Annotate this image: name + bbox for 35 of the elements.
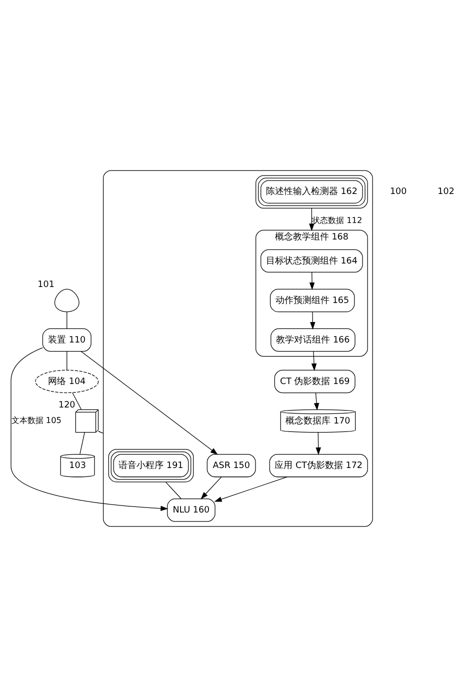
cluster xyxy=(102,170,373,527)
node-label: 120 xyxy=(58,400,76,410)
connector xyxy=(72,392,82,410)
arrow xyxy=(309,208,314,232)
arrow xyxy=(310,312,316,330)
node-box: 教学对话组件 166 xyxy=(270,328,356,352)
arrow xyxy=(214,476,288,502)
node-box: CT 伪影数据 169 xyxy=(274,370,356,394)
arrow xyxy=(309,272,315,290)
arrow xyxy=(200,476,222,500)
node-box: 目标状态预测组件 164 xyxy=(260,249,363,273)
arrow xyxy=(314,392,320,411)
label: 100 xyxy=(390,187,407,198)
connector xyxy=(80,432,85,454)
arrow xyxy=(311,351,317,371)
arrow xyxy=(10,347,168,512)
node-box: 应用 CT伪影数据 172 xyxy=(269,454,368,478)
node-box: ASR 150 xyxy=(206,454,256,478)
node-person xyxy=(54,288,80,312)
node-box: 语音小程序 191 xyxy=(108,448,194,482)
arrow xyxy=(316,432,321,456)
node-label: 101 xyxy=(38,280,54,290)
node-box: 陈述性输入检测器 162 xyxy=(256,175,368,209)
connector xyxy=(66,351,68,370)
node-box: 动作预测组件 165 xyxy=(270,288,355,312)
arrow xyxy=(80,351,218,455)
edge-label: 状态数据 112 xyxy=(312,214,362,225)
connector xyxy=(165,482,182,499)
node-box: 装置 110 xyxy=(42,328,92,352)
node-box: NLU 160 xyxy=(167,498,216,522)
node-ellipse: 网络 104 xyxy=(35,370,99,394)
edge-label: 文本数据 105 xyxy=(11,415,62,426)
label: 102 xyxy=(438,187,454,198)
connector xyxy=(98,430,104,434)
connector xyxy=(66,312,68,329)
